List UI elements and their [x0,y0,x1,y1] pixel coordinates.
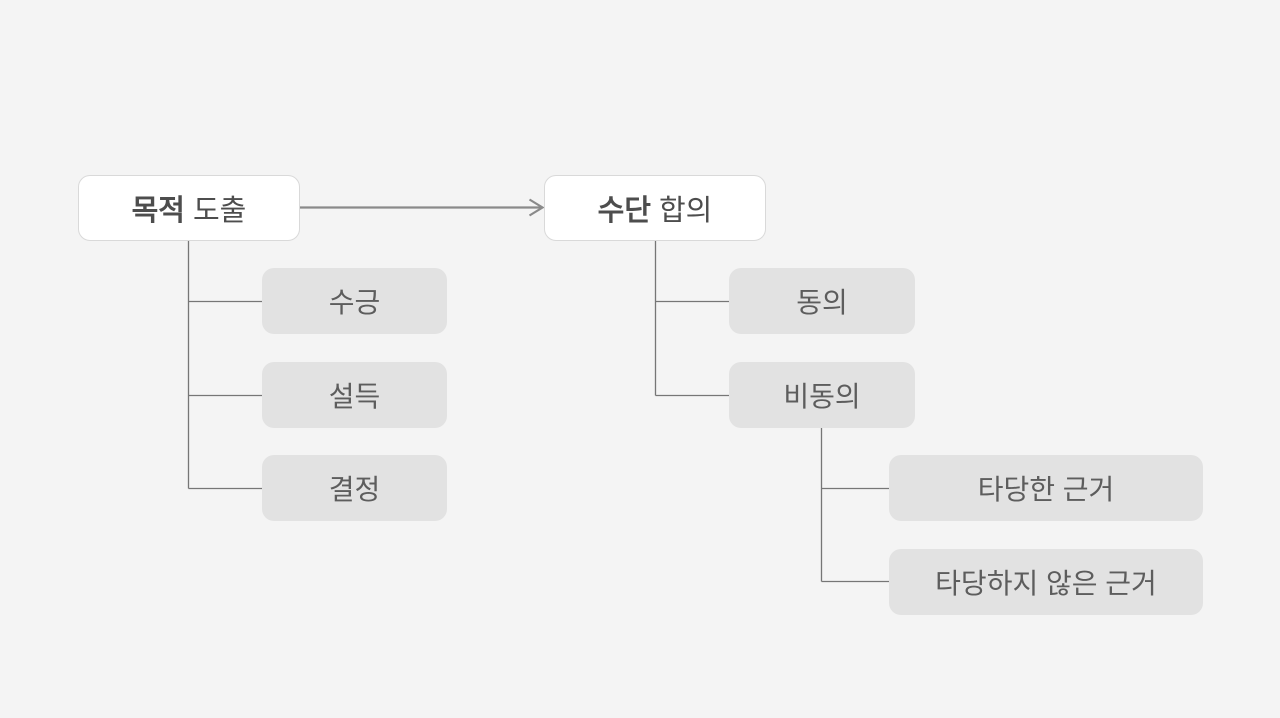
node-purpose-rest-label: 도출 [193,195,247,227]
node-gyeoljeong[interactable]: 결정 [262,455,447,521]
node-seoldeuk[interactable]: 설득 [262,362,447,428]
node-valid-grounds[interactable]: 타당한 근거 [889,455,1203,521]
arrow-purpose-to-means [300,198,545,217]
connector-purpose-children [187,240,262,490]
node-disagree[interactable]: 비동의 [729,362,915,428]
node-means-rest-label: 합의 [659,195,713,227]
node-purpose-root[interactable]: 목적 도출 [78,175,300,241]
node-invalid-grounds[interactable]: 타당하지 않은 근거 [889,549,1203,615]
node-sugeung[interactable]: 수긍 [262,268,447,334]
arrowhead-icon [528,198,545,217]
node-means-root[interactable]: 수단 합의 [544,175,766,241]
connector-means-children [654,240,729,397]
node-means-bold-label: 수단 [597,195,651,227]
connector-disagree-children [820,428,889,583]
node-purpose-bold-label: 목적 [131,195,185,227]
node-agree[interactable]: 동의 [729,268,915,334]
